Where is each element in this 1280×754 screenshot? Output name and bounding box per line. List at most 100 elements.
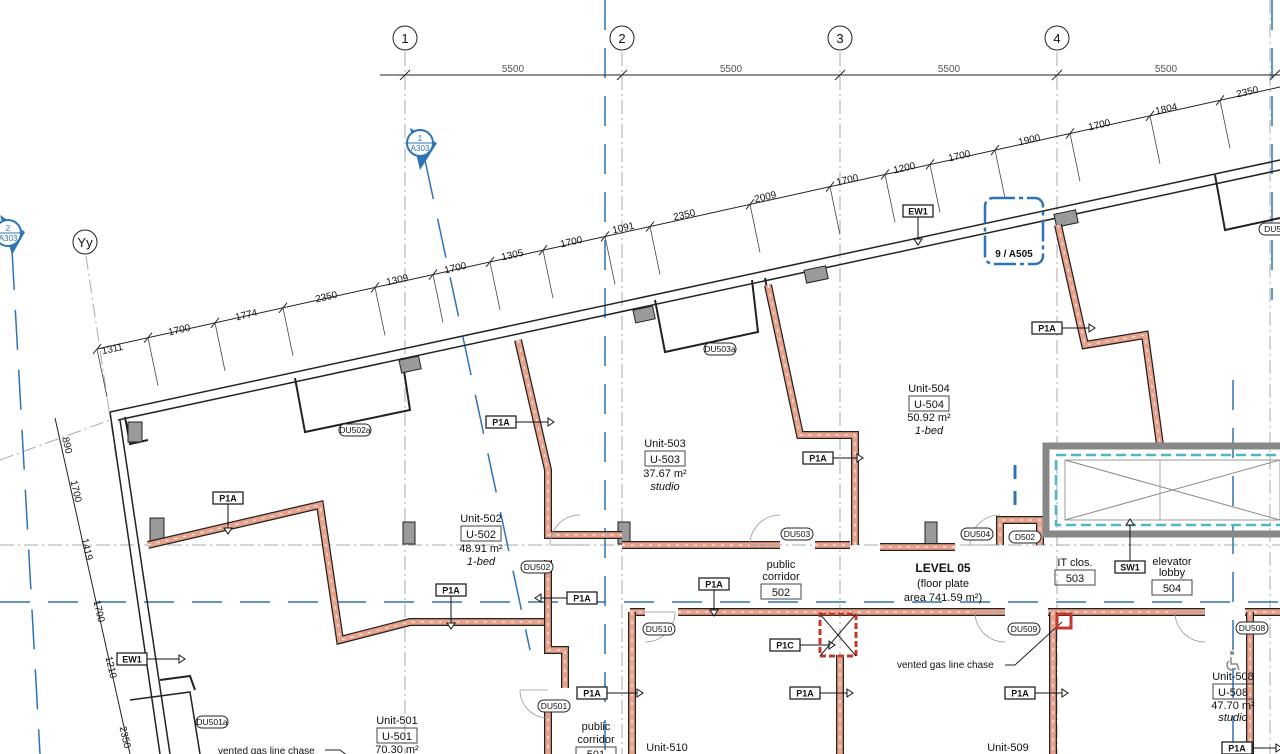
wall-tag-ew1[interactable]: EW1 — [116, 652, 186, 666]
wall-tag-p1a[interactable]: P1A — [435, 583, 467, 630]
room-name: IT clos. — [1057, 557, 1092, 569]
door-tag[interactable]: DU501 — [537, 699, 571, 713]
room-type: 1-bed — [467, 556, 496, 568]
dimension-text: 1700 — [443, 261, 468, 277]
wall-tag-p1a[interactable]: P1A — [789, 686, 854, 700]
witness-line — [1219, 100, 1231, 149]
columns — [127, 209, 1079, 545]
room-name: Unit-501 — [376, 715, 418, 727]
partition-wall — [1055, 224, 1163, 446]
dimension-text: 5500 — [720, 64, 743, 75]
grid-label: 2 — [618, 31, 625, 46]
wall-tag-text: P1A — [219, 494, 237, 504]
section-number: 2 — [6, 224, 11, 233]
section-marker-1[interactable]: 1 A303 — [406, 128, 437, 170]
wall-tag-text: P1A — [1228, 744, 1246, 754]
door-tag[interactable]: DU509 — [1007, 622, 1041, 636]
wall-tag-p1a[interactable]: P1A — [212, 491, 244, 535]
door-swing — [974, 611, 1006, 643]
door-tag[interactable]: DU508 — [1235, 621, 1269, 635]
wall-tag-text: P1A — [492, 418, 510, 428]
wall-tag-text: P1C — [776, 641, 794, 651]
door-tag[interactable]: DU501a — [195, 715, 229, 729]
section-marker-2[interactable]: 2 A303 — [0, 215, 25, 255]
witness-line — [214, 322, 226, 371]
room-name: public — [582, 721, 611, 733]
room-unit-508[interactable]: Unit-508 U-508 47.70 m² studio — [1211, 671, 1255, 724]
wall-tag-text: EW1 — [908, 207, 928, 217]
wall-tag-text: P1A — [796, 689, 814, 699]
dimension-text: 1309 — [385, 273, 410, 289]
arrow-icon — [846, 688, 854, 698]
room-unit-501[interactable]: Unit-501 U-501 70.30 m² — [375, 715, 419, 754]
partition-hatch — [517, 339, 622, 536]
door-tag[interactable]: D502 — [1008, 530, 1042, 544]
wall-tag-ew1[interactable]: EW1 — [902, 204, 934, 246]
room-unit-510[interactable]: Unit-510 — [646, 742, 688, 754]
door-tag[interactable]: DU502 — [520, 560, 554, 574]
door-tag[interactable]: DU503 — [780, 527, 814, 541]
dimension-text: 1700 — [835, 173, 860, 189]
room-area: 37.67 m² — [643, 468, 687, 480]
dimension-text: 1700 — [1087, 118, 1112, 134]
door-swing — [749, 514, 781, 546]
room-it-closet-503[interactable]: IT clos. 503 — [1054, 557, 1096, 586]
partition-hatch — [999, 519, 1041, 545]
room-unit-503[interactable]: Unit-503 U-503 37.67 m² studio — [643, 438, 687, 493]
level-title-block: LEVEL 05 (floor plate area 741.59 m²) — [904, 561, 982, 604]
grid-bubble-2: 2 — [609, 25, 635, 51]
wall-tag-p1a[interactable]: P1A — [1031, 321, 1096, 335]
arrow-icon — [178, 654, 186, 664]
wall-tag-sw1[interactable]: SW1 — [1114, 518, 1146, 574]
wall-tag-p1a[interactable]: P1A — [1004, 686, 1069, 700]
door-tag[interactable]: DU504 — [960, 527, 994, 541]
dimension-text: 5500 — [938, 64, 961, 75]
door-tag[interactable]: DU503a — [703, 342, 737, 356]
dimension-text: 2009 — [753, 190, 778, 206]
room-unit-509[interactable]: Unit-509 — [987, 742, 1029, 754]
room-public-corridor-501[interactable]: public corridor 501 — [575, 721, 617, 754]
witness-line — [649, 226, 661, 275]
door-swing — [549, 514, 581, 546]
room-unit-502[interactable]: Unit-502 U-502 48.91 m² 1-bed — [459, 513, 503, 568]
dimension-text: 1700 — [167, 323, 192, 339]
room-name: corridor — [762, 571, 800, 583]
grid-bubble-3: 3 — [827, 25, 853, 51]
witness-line — [829, 186, 841, 235]
dimension-text: 2350 — [1235, 85, 1260, 101]
detail-callout[interactable]: 9 / A505 — [983, 196, 1045, 266]
wall-tag-text: P1A — [705, 580, 723, 590]
partition-hatch — [1057, 224, 1161, 446]
door-swing — [519, 689, 549, 719]
wall-tag-p1a[interactable]: P1A — [576, 686, 644, 700]
dimension-text: 2350 — [117, 725, 133, 750]
room-public-corridor-502[interactable]: public corridor 502 — [760, 559, 802, 600]
wall-tag-p1a[interactable]: P1A — [534, 591, 598, 605]
room-type: 1-bed — [915, 425, 944, 437]
interior-partitions — [147, 224, 1280, 754]
arrow-icon — [547, 417, 555, 427]
door-tag[interactable]: DU502a — [338, 423, 372, 437]
room-number: 503 — [1066, 573, 1084, 585]
wall-tag-p1a[interactable]: P1A — [1221, 741, 1280, 754]
witness-line — [929, 164, 941, 213]
dimension-text: 1305 — [500, 248, 525, 264]
arrow-icon — [1275, 743, 1280, 753]
wall-tag-p1a[interactable]: P1A — [485, 415, 555, 429]
door-tag[interactable]: DU510 — [642, 622, 676, 636]
room-area: 47.70 m² — [1211, 700, 1255, 712]
wall-tag-text: P1A — [1038, 324, 1056, 334]
door-tag[interactable]: DU50 — [1258, 222, 1280, 236]
room-elevator-lobby-504[interactable]: elevator lobby 504 — [1151, 556, 1193, 596]
wall-tag-p1a[interactable]: P1A — [802, 451, 864, 465]
section-sheet: A303 — [411, 144, 430, 153]
dimension-text: 1900 — [1017, 133, 1042, 149]
room-unit-504[interactable]: Unit-504 U-504 50.92 m² 1-bed — [907, 383, 951, 437]
room-name: Unit-502 — [460, 513, 502, 525]
door-tag-text: DU502 — [524, 562, 551, 572]
wall-tag-p1a[interactable]: P1A — [698, 577, 730, 617]
witness-line — [994, 150, 1006, 199]
room-number: U-501 — [382, 731, 412, 743]
grid-dimension-string: 5500 5500 5500 5500 — [380, 64, 1280, 81]
